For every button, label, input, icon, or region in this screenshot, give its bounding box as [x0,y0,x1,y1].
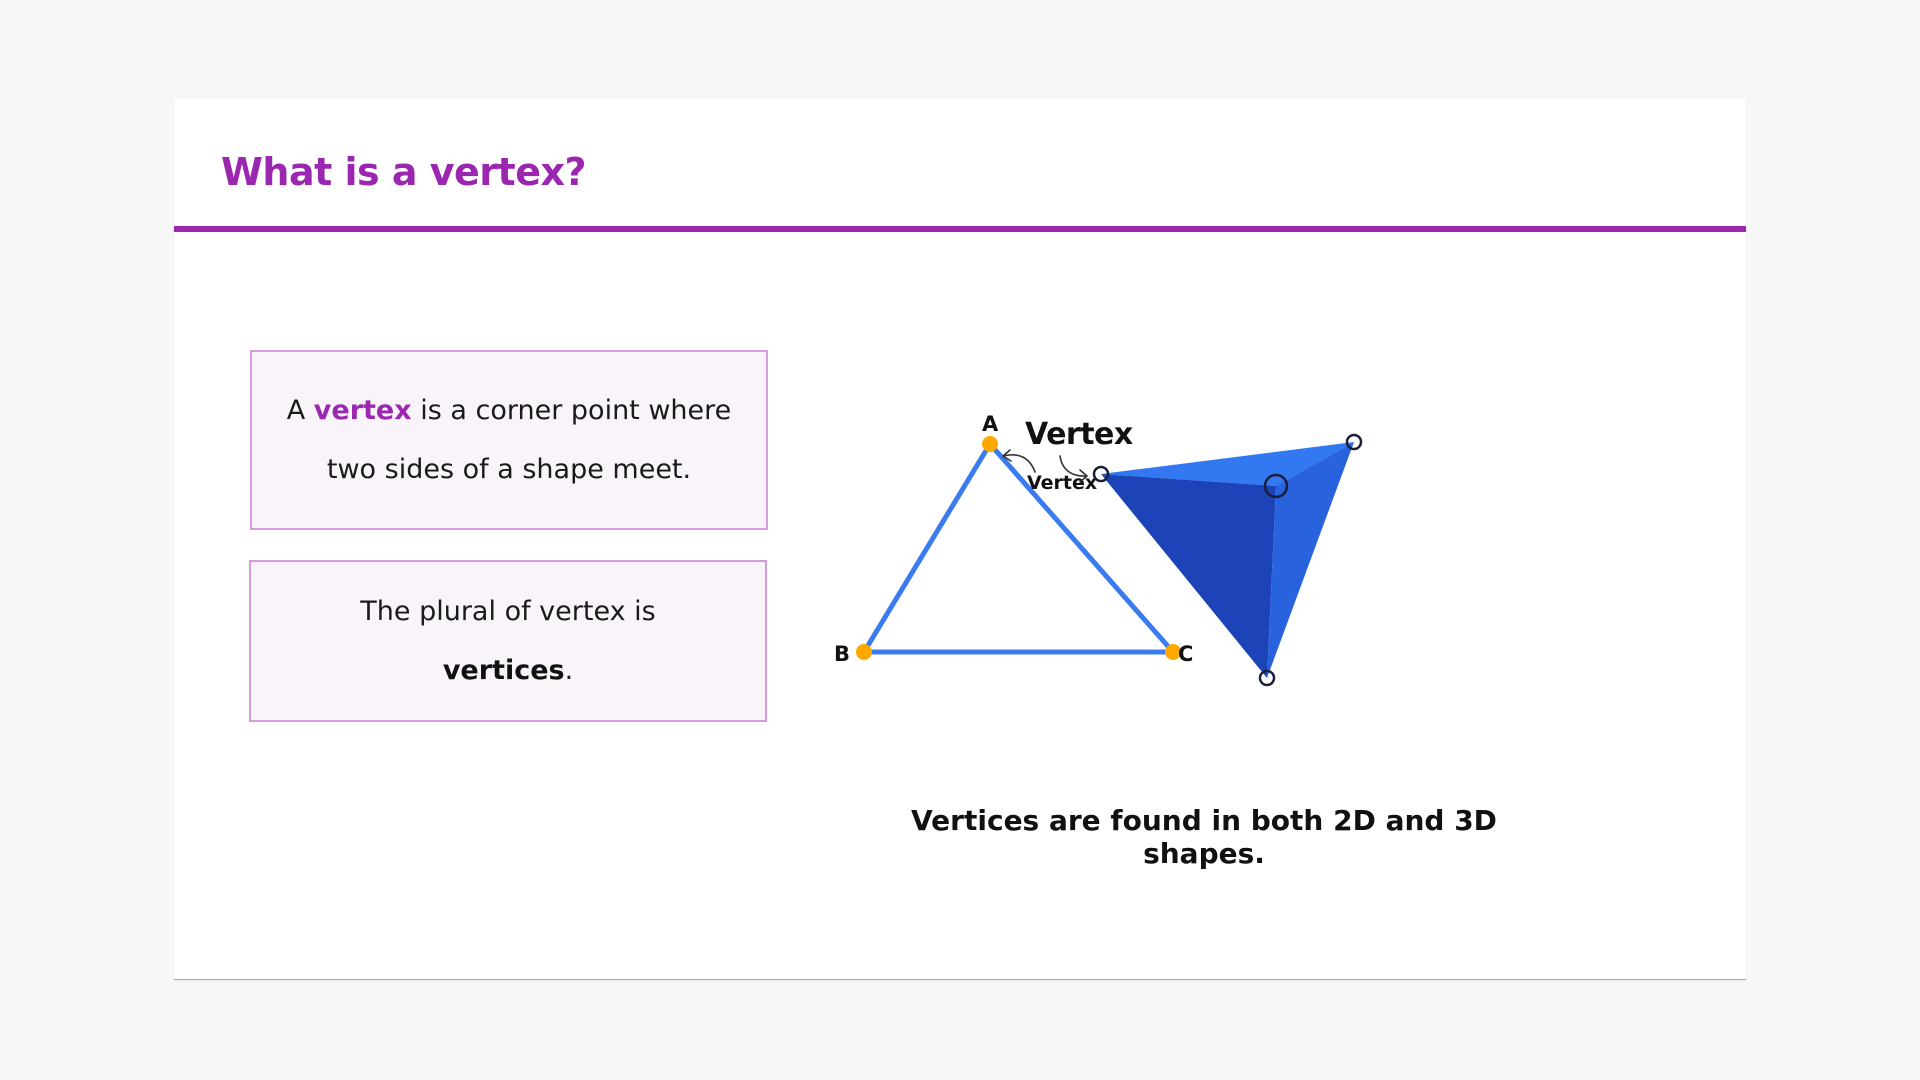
vertex-label-a: A [982,412,999,436]
caption: Vertices are found in both 2D and 3D sha… [911,804,1497,870]
pyramid-vertex-top-right [1345,433,1363,451]
pyramid-pointer-arrow-icon [1059,455,1088,483]
plural-suffix: . [564,655,574,686]
slide: What is a vertex? A vertex is a corner p… [174,98,1746,980]
plural-prefix: The plural of vertex is [360,596,656,627]
pyramid-diagram: Vertex [1025,417,1363,687]
pyramid-vertex-label: Vertex [1025,417,1133,452]
vertex-dot-b [856,644,872,660]
pyramid-face-left [1101,474,1276,678]
vertex-dot-a [982,436,998,452]
pyramid-face-right [1267,442,1354,678]
definition-prefix: A [286,395,314,426]
triangle-diagram: A B C Vertex [834,412,1193,666]
title-divider [174,226,1746,232]
vertex-dot-c [1165,644,1181,660]
page-title: What is a vertex? [221,150,587,194]
definition-text: A vertex is a corner point where two sid… [274,381,744,499]
slide-header: What is a vertex? [174,98,1746,226]
vertex-label-b: B [834,642,850,666]
pyramid-vertex-front [1263,473,1289,499]
definition-keyword: vertex [313,395,412,426]
triangle-shape [861,441,1176,655]
plural-box: The plural of vertex is vertices. [249,560,767,722]
pyramid-vertex-bottom [1258,669,1276,687]
slide-bottom-border [174,979,1746,980]
triangle-pointer-arrow-icon [1002,449,1036,473]
triangle-vertex-label: Vertex [1027,472,1097,494]
pyramid-face-top [1101,442,1354,486]
vertex-label-c: C [1178,642,1193,666]
shapes-diagram: A B C Vertex Vertex [834,412,1363,687]
definition-suffix: is a corner point where two sides of a s… [326,395,732,485]
definition-box: A vertex is a corner point where two sid… [250,350,768,530]
plural-keyword: vertices [442,655,565,686]
plural-text: The plural of vertex is vertices. [358,582,658,700]
pyramid-vertex-left [1092,465,1110,483]
